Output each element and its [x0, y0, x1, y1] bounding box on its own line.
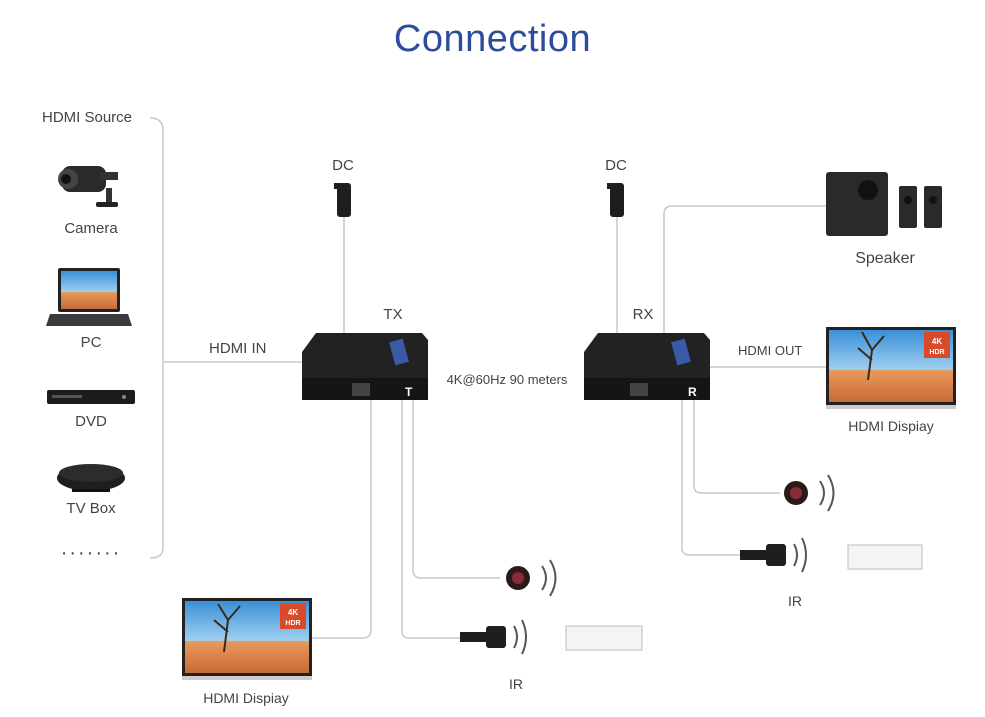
- speaker-label: Speaker: [855, 250, 915, 267]
- rx-extender-device: R: [584, 333, 710, 400]
- rx-dc-adapter: [607, 183, 624, 333]
- camera-icon: [58, 166, 118, 207]
- link-spec-label: 4K@60Hz 90 meters: [446, 372, 568, 387]
- tx-ir-receiver-icon: [506, 559, 557, 597]
- tx-display-badge: 4K: [288, 608, 298, 617]
- tx-ir-label: IR: [509, 676, 523, 692]
- tx-device-letter: T: [405, 385, 413, 399]
- speaker-line: [663, 205, 826, 333]
- pc-label: PC: [80, 334, 102, 351]
- hdmi-out-label: HDMI OUT: [738, 343, 803, 358]
- hdmi-in-label: HDMI IN: [209, 340, 267, 357]
- rx-ir-blaster-line: [681, 400, 740, 556]
- svg-text:HDR: HDR: [929, 349, 944, 356]
- rx-ir-receiver-line: [693, 400, 780, 494]
- tv-box-icon: [57, 464, 125, 492]
- tx-dc-adapter: [334, 183, 351, 333]
- camera-label: Camera: [64, 220, 118, 237]
- laptop-icon: [46, 268, 132, 326]
- hdmi-source-label: HDMI Source: [42, 109, 133, 126]
- dvd-label: DVD: [75, 413, 107, 430]
- tx-dc-label: DC: [332, 157, 354, 174]
- speaker-icon: [826, 172, 942, 236]
- rx-device-letter: R: [688, 385, 697, 399]
- tx-extender-device: T: [302, 333, 428, 400]
- rx-ir-receiver-icon: [784, 474, 835, 512]
- tx-display-line: [312, 400, 372, 639]
- source-bracket: [149, 117, 164, 559]
- tx-ir-blaster-line: [401, 400, 460, 639]
- more-sources-label: ·······: [60, 542, 122, 564]
- rx-display-badge: 4K: [932, 337, 942, 346]
- rx-display-label: HDMI Dispiay: [848, 418, 934, 434]
- tx-display-label: HDMI Dispiay: [203, 690, 289, 706]
- tx-hdmi-display-icon: 4K HDR: [182, 598, 312, 680]
- tx-ir-blaster-icon: [460, 619, 643, 655]
- dvd-player-icon: [47, 390, 135, 404]
- rx-dc-label: DC: [605, 157, 627, 174]
- rx-ir-label: IR: [788, 593, 802, 609]
- tv-box-label: TV Box: [66, 500, 116, 517]
- svg-text:HDR: HDR: [285, 620, 300, 627]
- tx-ir-receiver-line: [412, 400, 500, 579]
- rx-label: RX: [632, 306, 654, 323]
- rx-hdmi-display-icon: 4K HDR: [826, 327, 956, 409]
- page-title: Connection: [393, 18, 592, 60]
- tx-label: TX: [383, 306, 403, 323]
- rx-ir-blaster-icon: [740, 537, 923, 573]
